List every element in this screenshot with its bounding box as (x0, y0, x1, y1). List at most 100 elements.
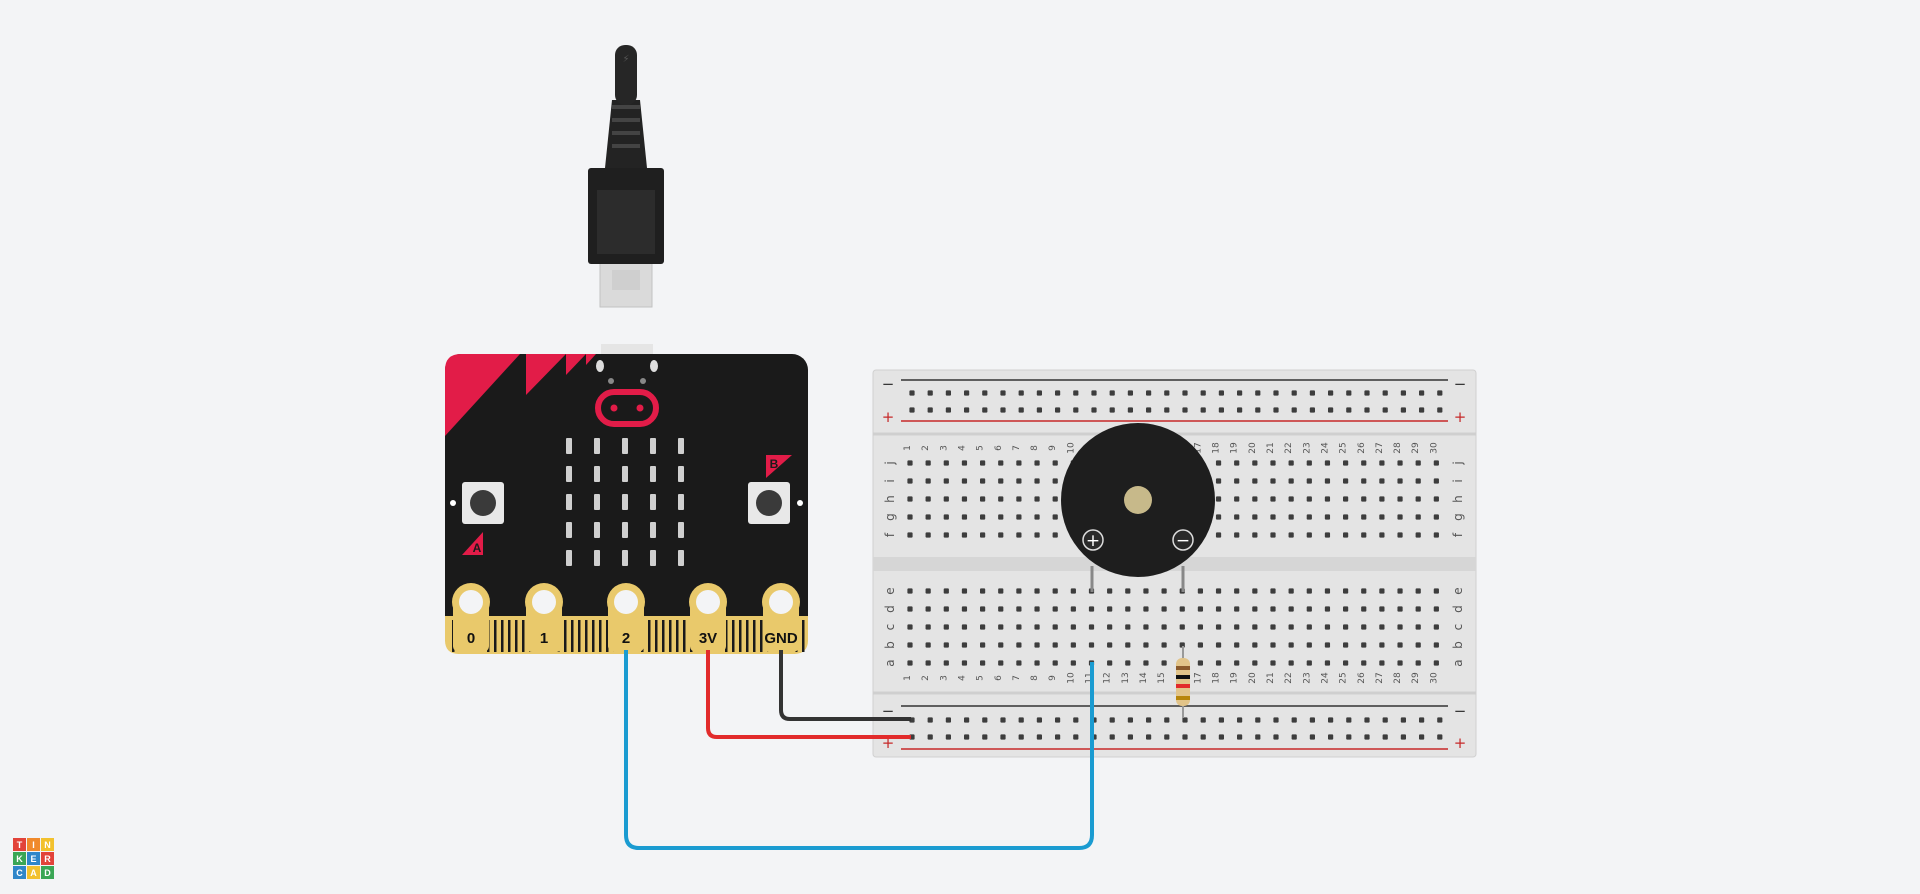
breadboard-hole[interactable] (1397, 496, 1403, 502)
breadboard-hole[interactable] (961, 624, 968, 630)
breadboard-hole[interactable] (1400, 390, 1406, 396)
breadboard-hole[interactable] (980, 532, 986, 538)
breadboard-hole[interactable] (1016, 478, 1022, 484)
breadboard-hole[interactable] (1237, 390, 1243, 396)
breadboard-hole[interactable] (1146, 734, 1152, 740)
breadboard-hole[interactable] (1291, 734, 1297, 740)
breadboard-hole[interactable] (1146, 717, 1152, 723)
breadboard-hole[interactable] (1419, 717, 1425, 723)
breadboard-hole[interactable] (1036, 734, 1042, 740)
breadboard-hole[interactable] (927, 717, 933, 723)
breadboard-hole[interactable] (1379, 660, 1385, 666)
breadboard-hole[interactable] (1127, 407, 1133, 413)
breadboard-hole[interactable] (980, 514, 986, 520)
breadboard-hole[interactable] (1200, 407, 1206, 413)
breadboard-hole[interactable] (1415, 660, 1421, 666)
breadboard-hole[interactable] (1234, 478, 1240, 484)
breadboard-hole[interactable] (1197, 624, 1203, 630)
breadboard-hole[interactable] (1343, 660, 1349, 666)
breadboard-hole[interactable] (943, 624, 949, 630)
breadboard-hole[interactable] (1197, 660, 1203, 666)
breadboard-hole[interactable] (1324, 588, 1331, 594)
breadboard-hole[interactable] (1107, 660, 1113, 666)
breadboard-hole[interactable] (1161, 624, 1167, 630)
breadboard-hole[interactable] (1000, 390, 1006, 396)
breadboard-hole[interactable] (1379, 624, 1385, 630)
breadboard-hole[interactable] (1109, 717, 1115, 723)
breadboard-hole[interactable] (980, 588, 986, 594)
breadboard-hole[interactable] (1306, 478, 1312, 484)
wire-pin2[interactable] (624, 650, 1094, 850)
breadboard-hole[interactable] (1255, 390, 1261, 396)
breadboard-hole[interactable] (1237, 717, 1243, 723)
wire-3v[interactable] (706, 650, 911, 739)
breadboard-hole[interactable] (1252, 514, 1258, 520)
breadboard-hole[interactable] (1252, 624, 1258, 630)
breadboard-hole[interactable] (1419, 390, 1425, 396)
breadboard-hole[interactable] (1218, 390, 1224, 396)
breadboard-hole[interactable] (1397, 606, 1403, 612)
breadboard-hole[interactable] (1182, 407, 1188, 413)
breadboard-hole[interactable] (1234, 460, 1240, 466)
breadboard-hole[interactable] (982, 717, 988, 723)
breadboard-hole[interactable] (909, 407, 915, 413)
breadboard-hole[interactable] (1364, 734, 1370, 740)
breadboard-hole[interactable] (1343, 532, 1349, 538)
breadboard-hole[interactable] (1415, 606, 1421, 612)
breadboard-hole[interactable] (1306, 606, 1312, 612)
wire-gnd[interactable] (779, 650, 911, 721)
breadboard-hole[interactable] (1161, 606, 1167, 612)
breadboard-hole[interactable] (1234, 496, 1240, 502)
breadboard-hole[interactable] (1361, 532, 1367, 538)
breadboard-hole[interactable] (1437, 717, 1443, 723)
breadboard-hole[interactable] (1073, 734, 1079, 740)
breadboard-hole[interactable] (1400, 717, 1406, 723)
breadboard-hole[interactable] (1052, 478, 1058, 484)
breadboard-hole[interactable] (943, 496, 949, 502)
breadboard-hole[interactable] (1034, 478, 1040, 484)
breadboard-hole[interactable] (925, 660, 931, 666)
breadboard-hole[interactable] (982, 390, 988, 396)
breadboard-hole[interactable] (1343, 460, 1349, 466)
pin-2[interactable]: 2 (607, 583, 645, 652)
breadboard-hole[interactable] (1397, 588, 1403, 594)
breadboard-hole[interactable] (1379, 478, 1385, 484)
breadboard-hole[interactable] (961, 460, 968, 466)
breadboard-hole[interactable] (961, 532, 968, 538)
breadboard-hole[interactable] (907, 606, 913, 612)
breadboard-hole[interactable] (1288, 660, 1294, 666)
breadboard-hole[interactable] (1200, 717, 1206, 723)
breadboard-hole[interactable] (1273, 717, 1279, 723)
breadboard-hole[interactable] (1364, 390, 1370, 396)
breadboard-hole[interactable] (998, 642, 1004, 648)
breadboard-hole[interactable] (998, 514, 1004, 520)
breadboard-hole[interactable] (980, 642, 986, 648)
breadboard-hole[interactable] (1364, 407, 1370, 413)
breadboard-hole[interactable] (1125, 660, 1131, 666)
breadboard-hole[interactable] (1397, 460, 1403, 466)
breadboard-hole[interactable] (907, 588, 913, 594)
breadboard-hole[interactable] (980, 496, 986, 502)
breadboard-hole[interactable] (943, 642, 949, 648)
breadboard-hole[interactable] (925, 460, 931, 466)
breadboard-hole[interactable] (998, 606, 1004, 612)
breadboard-hole[interactable] (964, 407, 970, 413)
breadboard-hole[interactable] (1125, 588, 1131, 594)
breadboard-hole[interactable] (1164, 717, 1170, 723)
breadboard-hole[interactable] (1036, 390, 1042, 396)
breadboard-hole[interactable] (980, 606, 986, 612)
breadboard-hole[interactable] (1034, 624, 1040, 630)
breadboard-hole[interactable] (1361, 642, 1367, 648)
breadboard-hole[interactable] (1397, 660, 1403, 666)
breadboard-hole[interactable] (1034, 460, 1040, 466)
breadboard-hole[interactable] (1361, 460, 1367, 466)
breadboard-hole[interactable] (907, 514, 913, 520)
breadboard-hole[interactable] (1127, 390, 1133, 396)
breadboard-hole[interactable] (980, 660, 986, 666)
breadboard-hole[interactable] (1034, 660, 1040, 666)
breadboard-hole[interactable] (907, 642, 913, 648)
breadboard-hole[interactable] (1270, 606, 1276, 612)
breadboard-hole[interactable] (1036, 717, 1042, 723)
breadboard-hole[interactable] (1161, 588, 1167, 594)
breadboard-hole[interactable] (1143, 588, 1149, 594)
